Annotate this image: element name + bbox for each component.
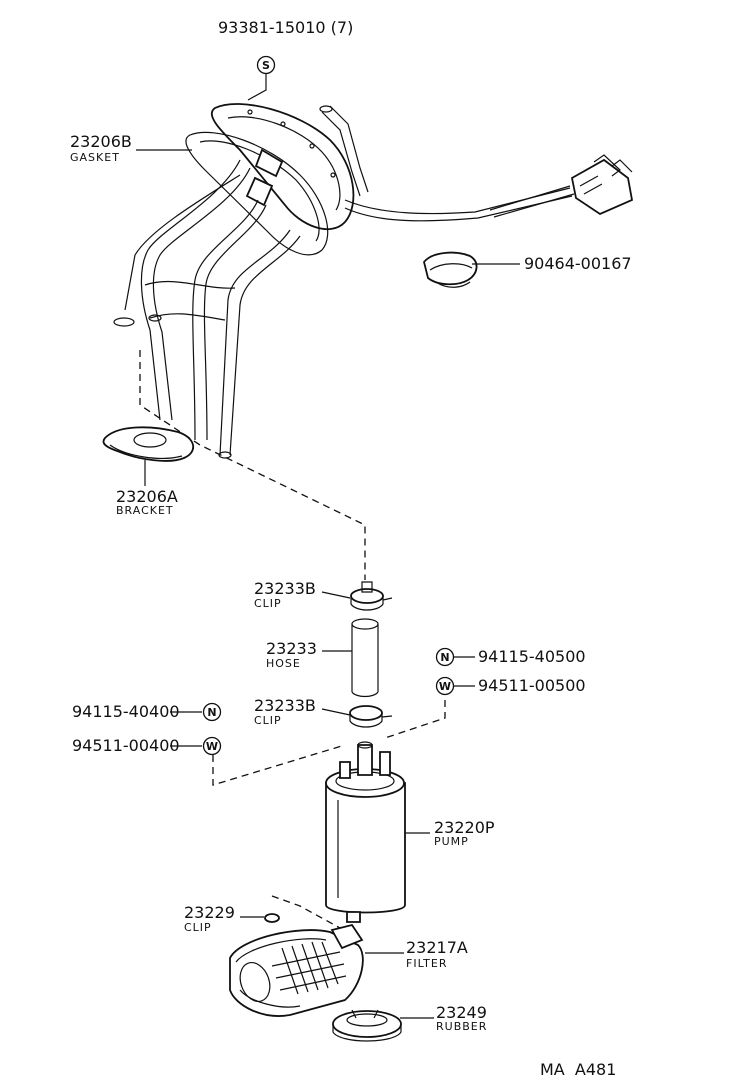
assembly-line-filter [271,895,341,929]
part-number-label: 93381-15010 (7) [218,18,353,37]
svg-text:N: N [207,706,216,719]
svg-text:W: W [206,740,218,753]
part-number-label: 23249 [436,1003,487,1022]
fuel-hose-part [351,618,379,698]
symbol-w-circle-left: W [202,736,222,756]
part-name-label: BRACKET [116,504,174,517]
symbol-s-circle: S [256,55,276,75]
assembly-line-left-terminal [212,744,346,786]
svg-text:S: S [262,59,270,72]
part-name-label: FILTER [406,957,448,970]
part-number-label: 94511-00500 [478,676,586,695]
part-number-label: 94511-00400 [72,736,180,755]
part-number-label: 23206A [116,487,178,506]
part-number-label: 23220P [434,818,495,837]
part-number-label: 23233B [254,696,316,715]
part-number-label: 23229 [184,903,235,922]
upper-clip-part [350,581,393,611]
part-number-label: 94115-40400 [72,702,180,721]
filter-part [229,923,364,1017]
bracket-part [102,426,194,462]
symbol-n-circle-right: N [435,647,455,667]
part-name-label: GASKET [70,151,120,164]
part-name-label: CLIP [184,921,212,934]
part-number-label: 94115-40500 [478,647,586,666]
part-name-label: CLIP [254,597,282,610]
part-name-label: RUBBER [436,1020,487,1033]
symbol-w-circle-right: W [435,676,455,696]
fuel-pump-part [325,741,406,923]
part-name-label: PUMP [434,835,469,848]
svg-text:N: N [440,651,449,664]
assembly-line-right-terminal [384,700,446,739]
rubber-part [332,1009,402,1042]
small-clip-part [264,913,280,923]
assembly-line-upper [139,350,366,580]
sender-gauge-assembly [113,103,634,459]
part-number-label: 23217A [406,938,468,957]
svg-text:W: W [439,680,451,693]
harness-clip-part [423,251,478,288]
part-number-label: 23233 [266,639,317,658]
symbol-n-circle-left: N [202,702,222,722]
part-name-label: HOSE [266,657,301,670]
figure-code: MA A481 [540,1060,616,1079]
part-number-label: 23206B [70,132,132,151]
leader-lines [136,74,520,1019]
part-number-label: 90464-00167 [524,254,632,273]
lower-clip-part [349,705,393,728]
part-name-label: CLIP [254,714,282,727]
part-number-label: 23233B [254,579,316,598]
